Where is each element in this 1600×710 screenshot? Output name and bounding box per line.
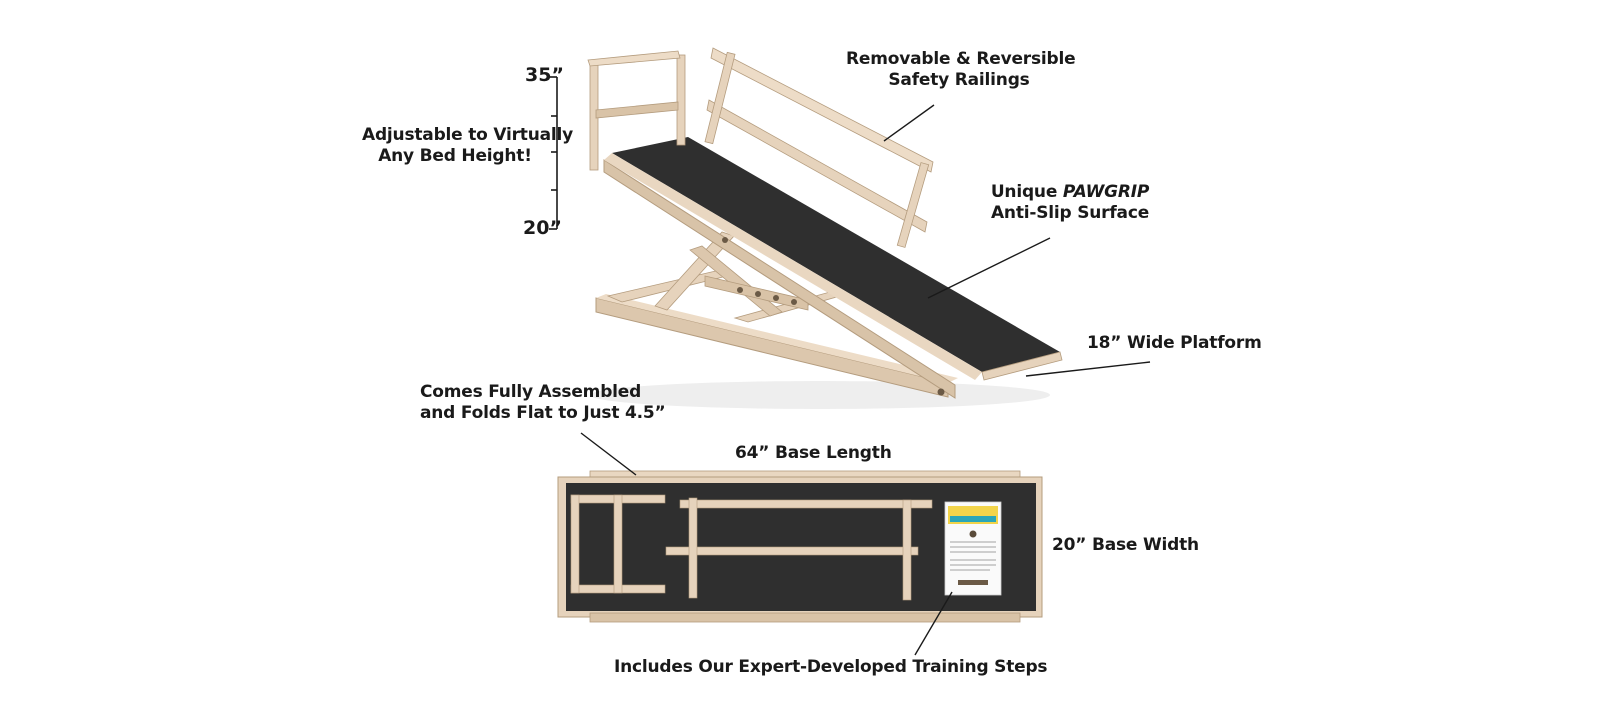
ramp-angled-view [587,47,1063,409]
assembled-leader [580,432,637,476]
assembled-callout-line2: and Folds Flat to Just 4.5” [420,403,666,423]
training-steps-card-icon [944,501,1002,596]
adjustable-caption-line1: Adjustable to Virtually [362,125,574,145]
surface-leader [927,237,1051,299]
railings-leader [883,104,935,142]
base-width-label: 20” Base Width [1052,535,1199,555]
height-scale-bracket [549,76,558,230]
surface-callout: Unique PAWGRIP Anti-Slip Surface [980,182,1160,224]
platform-width-callout: 18” Wide Platform [1087,333,1262,353]
surface-callout-line1: Unique PAWGRIP [980,182,1160,203]
pawgrip-brand: PAWGRIP [1062,182,1150,202]
surface-prefix: Unique [990,182,1063,202]
training-steps-callout: Includes Our Expert-Developed Training S… [614,657,1048,677]
adjustable-caption-line2: Any Bed Height! [378,146,532,166]
platform-leader [1025,361,1151,377]
callout-leader-lines [580,104,1151,656]
height-min-label: 20” [523,217,562,239]
height-max-label: 35” [525,64,564,86]
railings-callout-line1: Removable & Reversible [846,49,1076,69]
assembled-callout: Comes Fully Assembled and Folds Flat to … [420,382,666,424]
assembled-callout-line1: Comes Fully Assembled [420,382,642,402]
adjustable-height-caption: Adjustable to Virtually Any Bed Height! [362,125,574,167]
surface-callout-line2: Anti-Slip Surface [990,203,1150,223]
railings-callout-line2: Safety Railings [888,70,1030,90]
railings-callout: Removable & Reversible Safety Railings [846,49,1076,91]
base-length-label: 64” Base Length [735,443,892,463]
training-steps-leader [914,591,953,656]
